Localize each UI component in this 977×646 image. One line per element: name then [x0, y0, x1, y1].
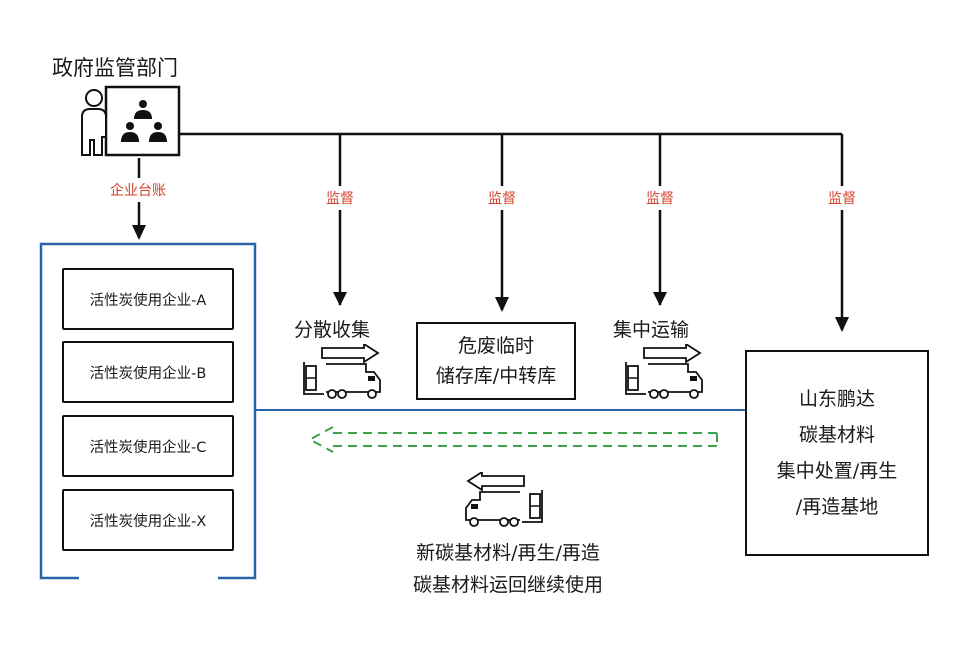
arrowhead-storage	[495, 297, 509, 312]
return-flow-arrow	[307, 426, 718, 453]
enterprise-group-frame	[39, 242, 257, 580]
facility-line-2: 碳基材料	[798, 424, 875, 446]
enterprise-box-b: 活性炭使用企业-B	[62, 341, 234, 403]
ledger-label: 企业台账	[110, 178, 166, 202]
truck-right-icon	[625, 344, 703, 399]
supervision-label-collection: 监督	[326, 186, 354, 210]
supervision-label-facility: 监督	[828, 186, 856, 210]
disposal-facility-box: 山东鹏达 碳基材料 集中处置/再生 /再造基地	[745, 350, 929, 556]
arrowhead-facility	[835, 317, 849, 332]
facility-line-3: 集中处置/再生	[776, 460, 898, 482]
gov-title: 政府监管部门	[52, 56, 178, 80]
enterprise-box-a: 活性炭使用企业-A	[62, 268, 234, 330]
transport-label: 集中运输	[613, 319, 690, 341]
arrowhead-collection	[333, 292, 347, 306]
arrowhead-ledger	[132, 225, 146, 240]
storage-line-2: 储存库/中转库	[435, 365, 557, 387]
return-flow-line-1: 新碳基材料/再生/再造	[416, 542, 600, 564]
enterprise-box-x: 活性炭使用企业-X	[62, 489, 234, 551]
truck-left-icon	[465, 472, 543, 527]
truck-right-icon	[303, 344, 381, 399]
collection-label: 分散收集	[294, 319, 371, 341]
enterprise-box-c: 活性炭使用企业-C	[62, 415, 234, 477]
facility-line-4: /再造基地	[795, 496, 879, 518]
government-people-icon	[81, 85, 181, 157]
temporary-storage-box: 危废临时 储存库/中转库	[416, 322, 576, 400]
return-flow-line-2: 碳基材料运回继续使用	[412, 574, 603, 596]
storage-line-1: 危废临时	[457, 335, 534, 357]
facility-line-1: 山东鹏达	[798, 388, 875, 410]
arrowhead-transport	[653, 292, 667, 306]
supervision-label-transport: 监督	[646, 186, 674, 210]
supervision-label-storage: 监督	[488, 186, 516, 210]
